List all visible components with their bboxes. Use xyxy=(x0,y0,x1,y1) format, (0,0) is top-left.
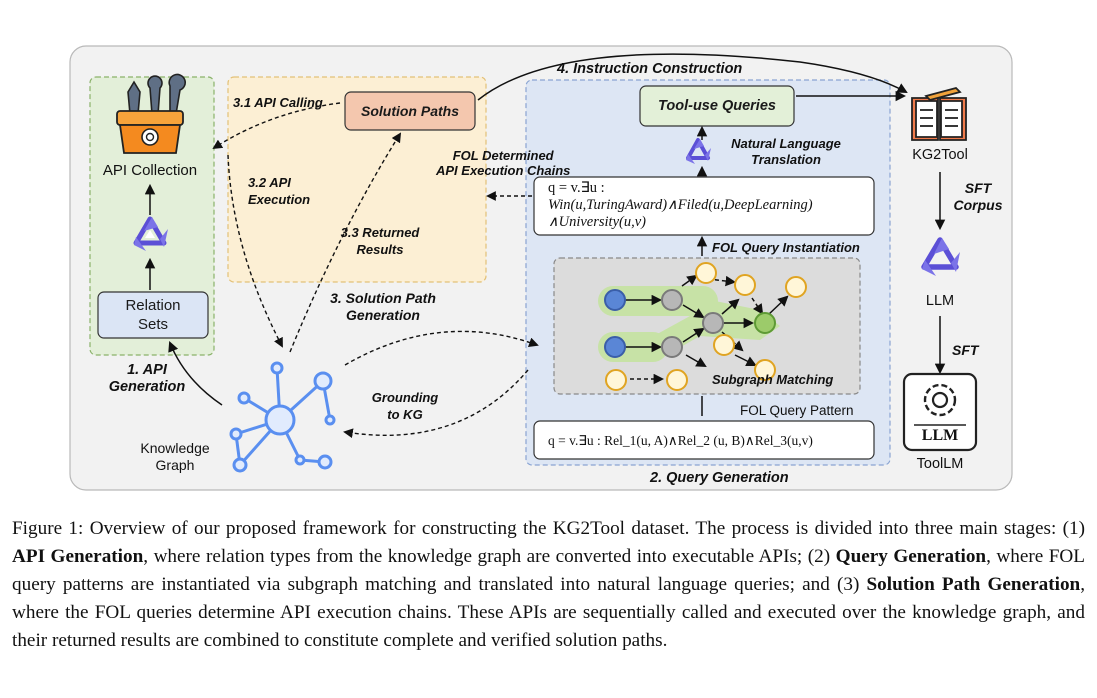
toollm-icon xyxy=(902,372,978,452)
llm-logo-icon xyxy=(133,216,168,251)
fol-instance-line-2: Win(u,TuringAward)∧Filed(u,DeepLearning) xyxy=(548,197,813,213)
solution-paths-box xyxy=(344,91,476,131)
book-icon xyxy=(911,86,967,141)
kg2tool-label: KG2Tool xyxy=(912,147,968,163)
knowledge-graph-icon xyxy=(229,361,336,473)
fol-instance-box xyxy=(533,176,875,236)
llm-badge-label: LLM xyxy=(921,427,959,444)
api-calling-label: 3.1 API Calling xyxy=(233,95,323,110)
solution-paths-label: Solution Paths xyxy=(361,102,459,119)
llm-logo-icon xyxy=(686,138,711,164)
toolbox-icon xyxy=(116,73,186,154)
toollm-label: ToolLM xyxy=(916,456,964,472)
fol-instance-line-1: q = v.∃u : xyxy=(548,180,605,196)
framework-diagram xyxy=(69,45,1013,491)
tool-use-queries-box xyxy=(639,85,795,127)
api-collection-label: API Collection xyxy=(102,162,198,179)
fol-instantiation-label: FOL Query Instantiation xyxy=(712,240,860,255)
fol-pattern-formula: q = v.∃u : Rel_1(u, A)∧Rel_2 (u, B)∧Rel_… xyxy=(548,433,813,448)
subgraph-matching-label: Subgraph Matching xyxy=(712,372,834,387)
llm-logo-icon xyxy=(921,237,960,276)
fol-instance-line-3: ∧University(u,v) xyxy=(548,214,646,230)
relation-sets-box xyxy=(97,291,209,339)
stage-4-label: 4. Instruction Construction xyxy=(557,61,743,77)
figure-caption: Figure 1: Overview of our proposed frame… xyxy=(12,518,1086,651)
tool-use-queries-label: Tool-use Queries xyxy=(658,97,776,114)
subgraph-nodes xyxy=(604,262,807,391)
sft-label: SFT xyxy=(952,342,979,358)
fol-pattern-box xyxy=(533,420,875,460)
fol-pattern-label: FOL Query Pattern xyxy=(740,403,854,418)
stage-2-label: 2. Query Generation xyxy=(650,470,789,486)
llm-label: LLM xyxy=(925,293,955,309)
